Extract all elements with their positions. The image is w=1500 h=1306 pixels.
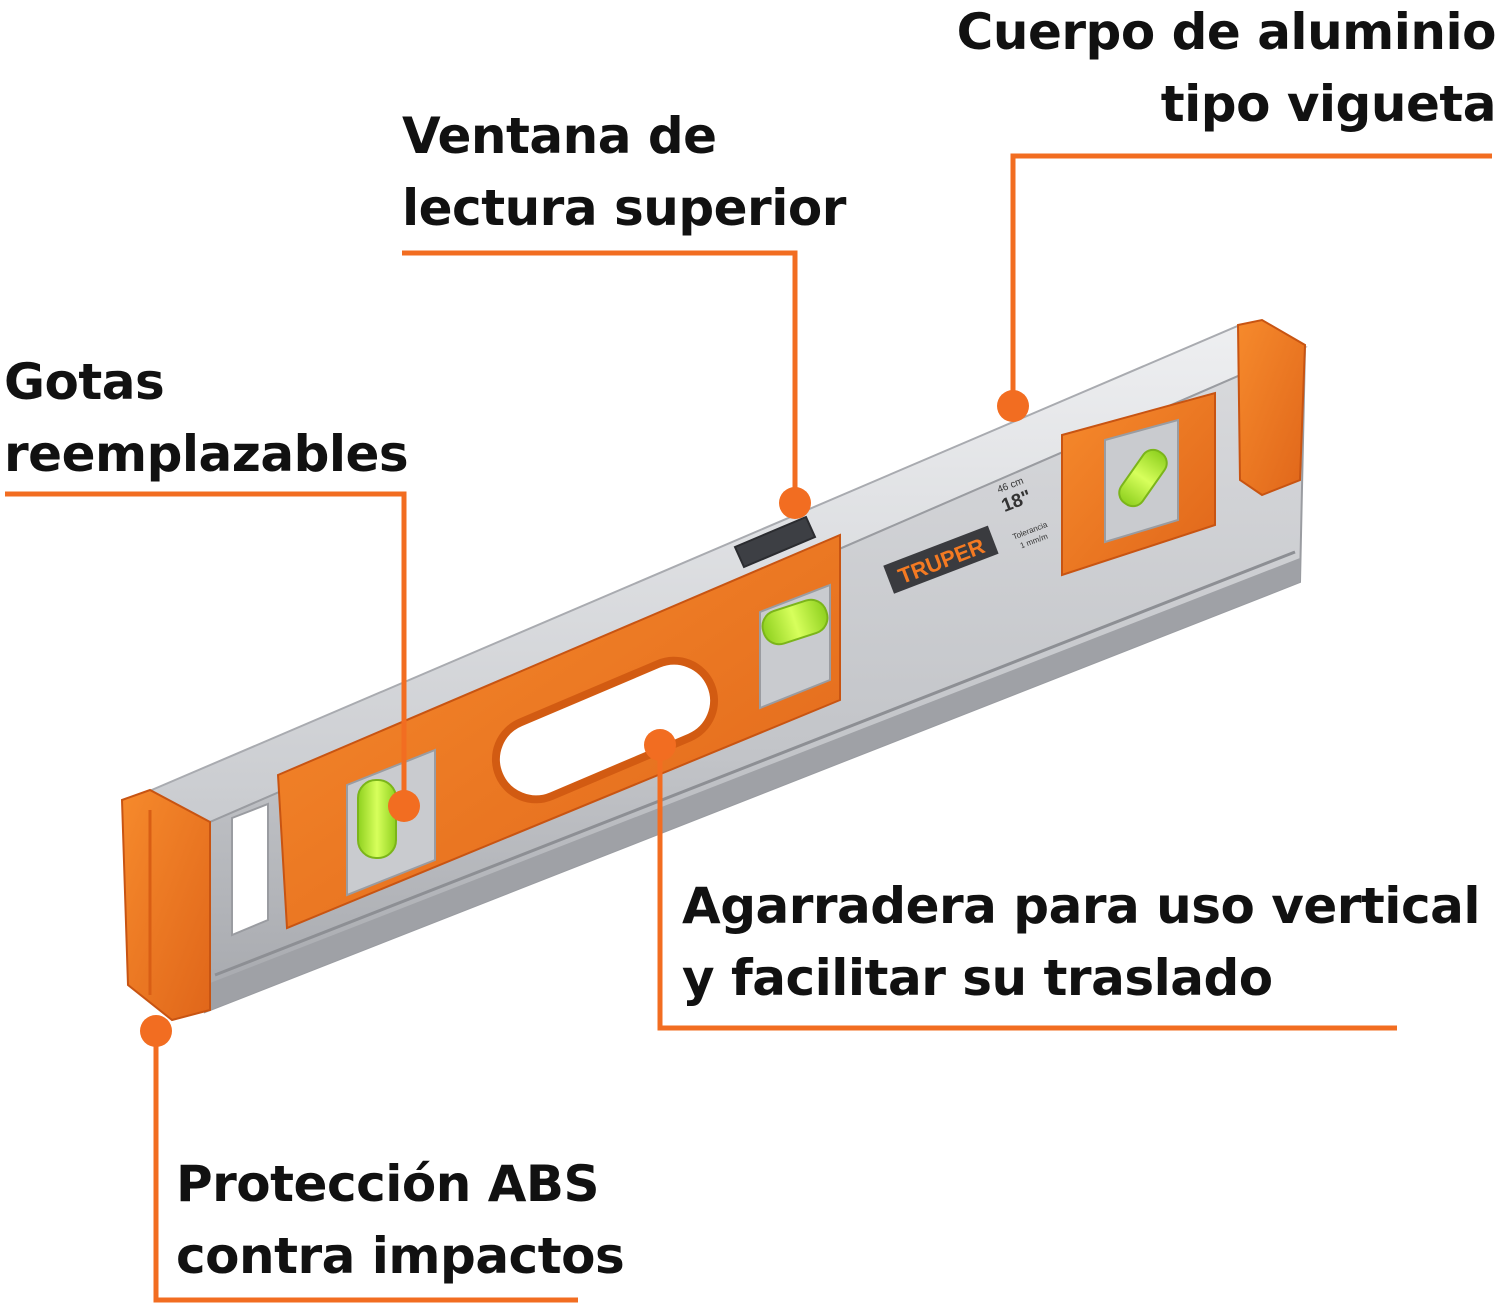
- dot-window: [779, 487, 811, 519]
- callout-protection: Protección ABS contra impactos: [176, 1148, 625, 1292]
- callout-protection-line1: Protección ABS: [176, 1155, 600, 1213]
- handle-opening: [491, 656, 719, 804]
- callout-vials-line1: Gotas: [4, 353, 165, 411]
- callout-handle-line2: y facilitar su traslado: [682, 949, 1273, 1007]
- aluminum-bottom-flange: [205, 558, 1300, 1012]
- left-end-cap: [120, 788, 211, 1022]
- top-reading-window: [733, 515, 817, 569]
- vial-left: [357, 779, 397, 859]
- leader-handle: [657, 745, 1397, 1031]
- callout-top-window-line2: lectura superior: [402, 179, 846, 237]
- face-groove: [214, 550, 1296, 977]
- dot-protection: [140, 1015, 172, 1047]
- leader-window: [402, 250, 798, 500]
- callout-aluminum-body: Cuerpo de aluminio tipo vigueta: [956, 0, 1497, 140]
- callout-top-window-line1: Ventana de: [402, 107, 717, 165]
- callout-aluminum-body-line2: tipo vigueta: [1160, 75, 1497, 133]
- vial-middle: [761, 598, 829, 646]
- leader-body: [1010, 153, 1492, 405]
- callout-aluminum-body-line1: Cuerpo de aluminio: [956, 3, 1497, 61]
- dot-vials: [388, 790, 420, 822]
- end-slot: [231, 802, 269, 937]
- callout-handle: Agarradera para uso vertical y facilitar…: [682, 870, 1480, 1014]
- callout-protection-line2: contra impactos: [176, 1227, 625, 1285]
- leader-vials: [5, 491, 407, 805]
- callout-vials: Gotas reemplazables: [4, 346, 409, 490]
- callout-top-window: Ventana de lectura superior: [402, 100, 846, 244]
- callout-vials-line2: reemplazables: [4, 425, 409, 483]
- right-end-cap: [1236, 318, 1307, 497]
- leader-protection: [153, 1030, 578, 1303]
- vial-right: [1118, 448, 1168, 508]
- callout-handle-line1: Agarradera para uso vertical: [682, 877, 1480, 935]
- dot-handle: [644, 729, 676, 761]
- dot-body: [997, 390, 1029, 422]
